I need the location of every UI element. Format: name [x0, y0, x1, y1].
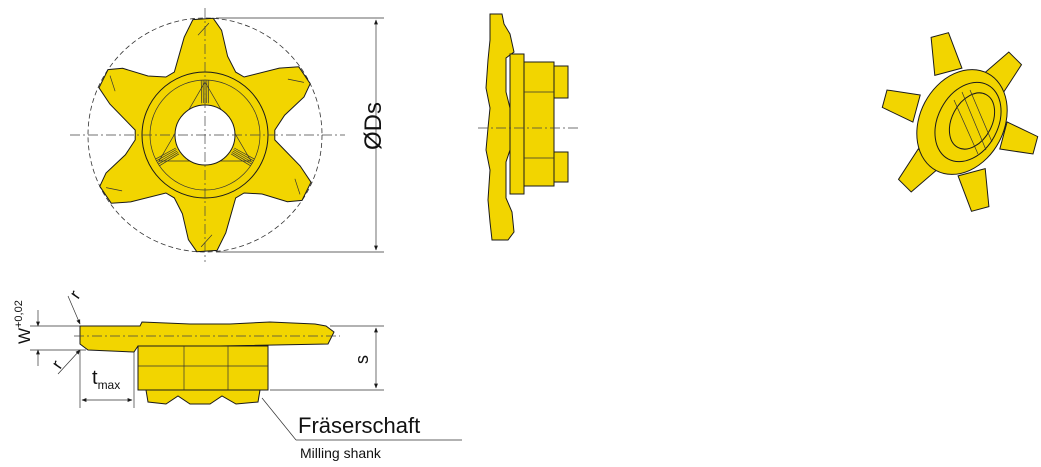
thickness-label: s — [352, 355, 372, 364]
radial-rib-line — [157, 150, 178, 163]
iso-tooth — [999, 121, 1039, 155]
shank-callout: Fräserschaft Milling shank — [261, 397, 462, 461]
radial-rib-line — [232, 150, 253, 163]
section-top-plate — [79, 321, 335, 353]
tooth-notch-line — [106, 187, 123, 192]
side-view — [478, 13, 578, 241]
tooth-notch-line — [287, 78, 304, 83]
radial-rib-line — [155, 147, 176, 160]
radius-leader-bottom — [57, 349, 81, 375]
width-tolerance-label: +0,02 — [13, 300, 25, 328]
tooth-notch-line — [200, 234, 213, 248]
radial-rib-line — [200, 80, 203, 104]
radial-rib-line — [156, 149, 177, 162]
thickness-dimension: s — [270, 325, 384, 391]
radial-rib-line — [159, 153, 180, 167]
tmax-label: tmax — [92, 367, 120, 392]
isometric-view — [881, 32, 1039, 212]
diameter-label: ØDs — [360, 102, 387, 150]
tooth-notches — [106, 22, 304, 248]
side-body — [509, 53, 525, 195]
iso-tooth — [957, 167, 990, 212]
iso-tooth — [881, 89, 921, 123]
radial-rib-line — [234, 147, 255, 160]
radial-rib-line — [158, 152, 179, 165]
iso-shank — [948, 92, 996, 150]
side-shank-bottom — [553, 151, 569, 183]
section-shank — [137, 345, 269, 391]
width-dimension: W +0,02 — [13, 300, 86, 366]
radial-rib-line — [230, 153, 251, 167]
diameter-dimension: ØDs — [216, 17, 387, 253]
iso-rib-lines — [953, 89, 993, 155]
width-label-group: W +0,02 — [13, 300, 34, 344]
radius-leader-top — [67, 295, 81, 325]
radial-ribs — [155, 79, 255, 167]
radial-rib-line — [231, 152, 252, 165]
shank-leader — [261, 397, 297, 441]
radius-callouts: r r — [48, 286, 85, 375]
radial-rib-line — [207, 80, 210, 104]
radius-label-top: r — [66, 286, 85, 302]
radial-rib-line — [233, 149, 254, 162]
section-shank-teeth — [145, 389, 261, 405]
side-hub — [523, 61, 555, 187]
side-shank-top — [553, 65, 569, 99]
iso-tooth — [930, 32, 963, 77]
tmax-dimension: tmax — [79, 350, 135, 408]
width-label: W — [15, 328, 34, 344]
shank-label-en: Milling shank — [300, 445, 382, 461]
front-view — [70, 8, 345, 262]
section-view — [74, 321, 340, 405]
radius-label-bottom: r — [48, 356, 67, 372]
tooth-notch-line — [109, 75, 116, 92]
shank-label-de: Fräserschaft — [298, 413, 420, 438]
side-teeth-profile — [485, 13, 515, 241]
tooth-notch-line — [197, 22, 210, 36]
tooth-notch-line — [294, 178, 301, 195]
